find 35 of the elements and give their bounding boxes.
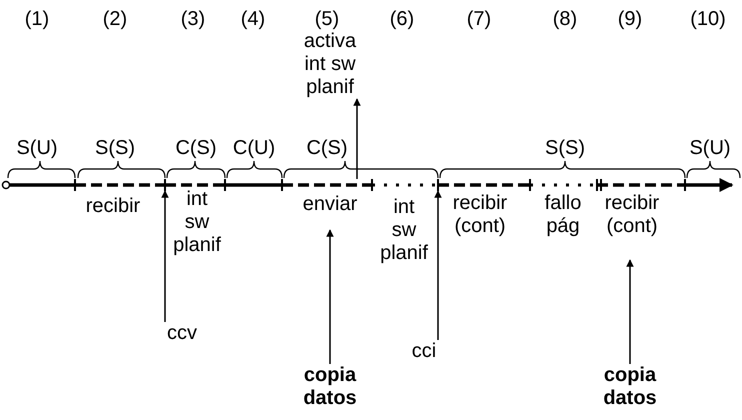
step-number: (5) (314, 8, 340, 31)
mode-label: S(S) (544, 137, 586, 160)
step-number: (4) (240, 8, 266, 31)
phase-label: fallo pág (544, 192, 582, 238)
mode-label: C(S) (174, 137, 218, 160)
mode-label: S(U) (688, 137, 732, 160)
arrow (326, 229, 334, 364)
mode-label: C(U) (232, 137, 276, 160)
arrow (434, 190, 442, 340)
step-number: (9) (616, 8, 644, 31)
arrow (161, 190, 169, 322)
phase-label: recibir (cont) (452, 192, 508, 238)
phase-label: recibir (84, 195, 142, 218)
annotation-text: copia datos (595, 364, 665, 410)
phase-label: int sw planif (379, 196, 429, 265)
arrow (626, 259, 634, 364)
annotation-text: ccv (162, 322, 202, 345)
step-number: (6) (388, 8, 416, 31)
step-number: (2) (102, 8, 128, 31)
phase-label: recibir (cont) (604, 192, 660, 238)
step-number: (3) (180, 8, 206, 31)
mode-label: S(S) (94, 137, 136, 160)
timeline-drawing (2, 178, 734, 192)
annotation-text: copia datos (295, 364, 365, 410)
step-number: (1) (24, 8, 50, 31)
phase-label: int sw planif (172, 188, 222, 257)
annotation-text: activa int sw planif (295, 30, 365, 99)
mode-label: C(S) (305, 137, 349, 160)
arrow (353, 98, 361, 179)
phase-label: enviar (302, 193, 358, 216)
step-number: (7) (466, 8, 492, 31)
step-number: (10) (689, 8, 727, 31)
step-number: (8) (552, 8, 578, 31)
mode-label: S(U) (15, 137, 59, 160)
annotation-text: cci (409, 340, 439, 363)
